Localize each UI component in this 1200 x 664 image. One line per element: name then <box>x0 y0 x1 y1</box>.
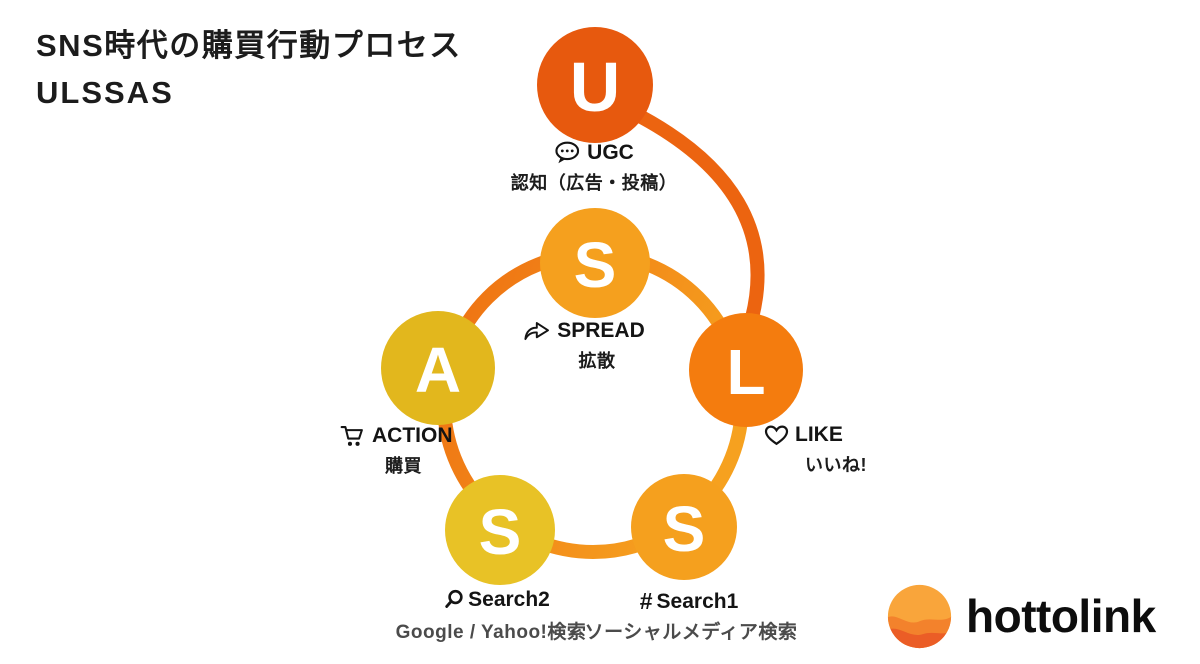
node-l-letter: L <box>726 336 765 408</box>
node-spread-letter: S <box>574 229 617 301</box>
label-search2: Search2 <box>442 588 550 612</box>
node-u-circle <box>537 27 653 143</box>
magnifier-icon <box>442 589 465 612</box>
label-ugc-sub: 認知（広告・投稿） <box>510 173 678 193</box>
label-action-sub: 購買 <box>385 456 422 476</box>
title-line2: ULSSAS <box>36 75 174 110</box>
label-search2-text: Search2 <box>468 588 550 611</box>
shopping-cart-icon <box>340 425 366 448</box>
share-arrow-icon <box>523 320 551 342</box>
hottolink-logo-text: hottolink <box>966 590 1156 642</box>
node-s2-letter: S <box>479 496 522 568</box>
node-s1: S <box>631 474 737 580</box>
node-l-circle <box>689 313 803 427</box>
label-like-sub: いいね! <box>805 455 867 475</box>
label-ugc: UGC 認知（広告・投稿） <box>511 141 678 195</box>
heart-icon <box>764 425 789 446</box>
node-u: U <box>537 27 653 143</box>
u-to-l-connector <box>625 105 765 325</box>
label-action: ACTION 購買 <box>340 424 453 478</box>
label-spread-sub: 拡散 <box>578 351 616 371</box>
hottolink-logo: hottolink <box>886 582 1156 650</box>
label-spread: SPREAD 拡散 <box>523 319 645 373</box>
hottolink-logo-mark <box>887 584 952 648</box>
node-spread-circle <box>540 208 650 318</box>
label-search1-sub: ソーシャルメディア検索 <box>584 622 798 643</box>
label-search1: # Search1 <box>640 588 739 615</box>
node-s2: S <box>445 475 555 585</box>
hashtag-icon: # <box>639 588 653 614</box>
node-s1-letter: S <box>663 493 706 565</box>
node-s2-circle <box>445 475 555 585</box>
node-u-letter: U <box>570 48 621 126</box>
node-spread: S <box>540 208 650 318</box>
page-title: SNS時代の購買行動プロセス ULSSAS <box>36 22 462 116</box>
node-a: A <box>381 311 495 425</box>
label-search1-text: Search1 <box>656 589 739 613</box>
node-l: L <box>689 313 803 427</box>
label-search2-sub: Google / Yahoo!検索 <box>395 622 587 643</box>
label-action-text: ACTION <box>372 424 453 447</box>
label-like: LIKE いいね! <box>764 423 867 477</box>
node-a-circle <box>381 311 495 425</box>
title-line1: SNS時代の購買行動プロセス <box>36 28 462 63</box>
node-a-letter: A <box>415 334 461 406</box>
label-ugc-text: UGC <box>587 141 634 164</box>
speech-bubble-icon <box>554 141 581 165</box>
label-spread-text: SPREAD <box>557 319 645 342</box>
node-s1-circle <box>631 474 737 580</box>
label-like-text: LIKE <box>795 423 843 446</box>
